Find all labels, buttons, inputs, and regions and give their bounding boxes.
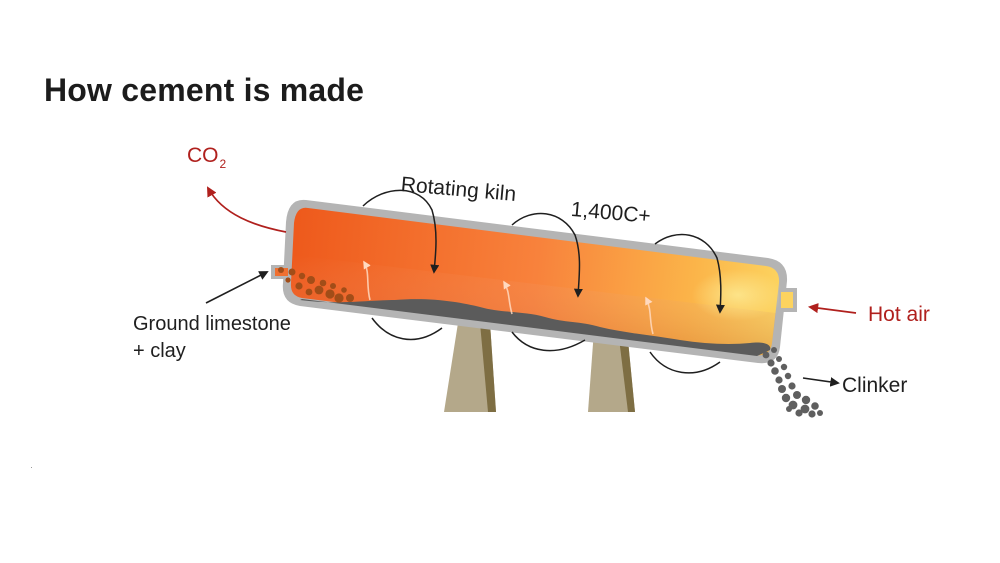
hot-air-label: Hot air (868, 303, 930, 326)
rotation-arrows (362, 189, 725, 374)
clinker-label: Clinker (842, 374, 908, 397)
kiln-lower-shade (290, 255, 776, 356)
rising-gas-arrows (363, 260, 654, 335)
kiln-support-left-shadow (480, 323, 496, 412)
rotation-arrow-3-top (654, 233, 725, 314)
rotation-arrow-2-top (511, 212, 583, 298)
co2-exhaust-arrow (207, 186, 287, 233)
input-arrow (205, 271, 269, 304)
kiln-support-right-shadow (618, 330, 635, 412)
rotation-arrow-1-bottom (371, 317, 443, 341)
hot-air-arrow (807, 302, 857, 314)
clinker-pile (762, 347, 823, 418)
co2-label-main: CO (187, 144, 219, 167)
material-bed (300, 299, 771, 356)
page-title: How cement is made (44, 72, 365, 108)
input-material-label-line1: Ground limestone (133, 313, 291, 335)
input-material-label: Ground limestone + clay (133, 311, 291, 365)
co2-label: CO2 (187, 143, 227, 171)
rotation-arrow-2-bottom (511, 331, 586, 352)
hot-air-inlet-opening (781, 292, 793, 308)
clinker-arrow (802, 377, 840, 387)
raw-material-pebbles (278, 267, 354, 303)
input-material-label-line2: + clay (133, 340, 186, 362)
rotating-kiln (271, 199, 797, 364)
co2-label-subscript: 2 (219, 157, 227, 171)
rotation-arrow-3-bottom (649, 351, 721, 374)
kiln-hot-zone (692, 269, 784, 321)
stray-mark (31, 467, 32, 468)
rotation-arrow-1-top (362, 189, 440, 274)
